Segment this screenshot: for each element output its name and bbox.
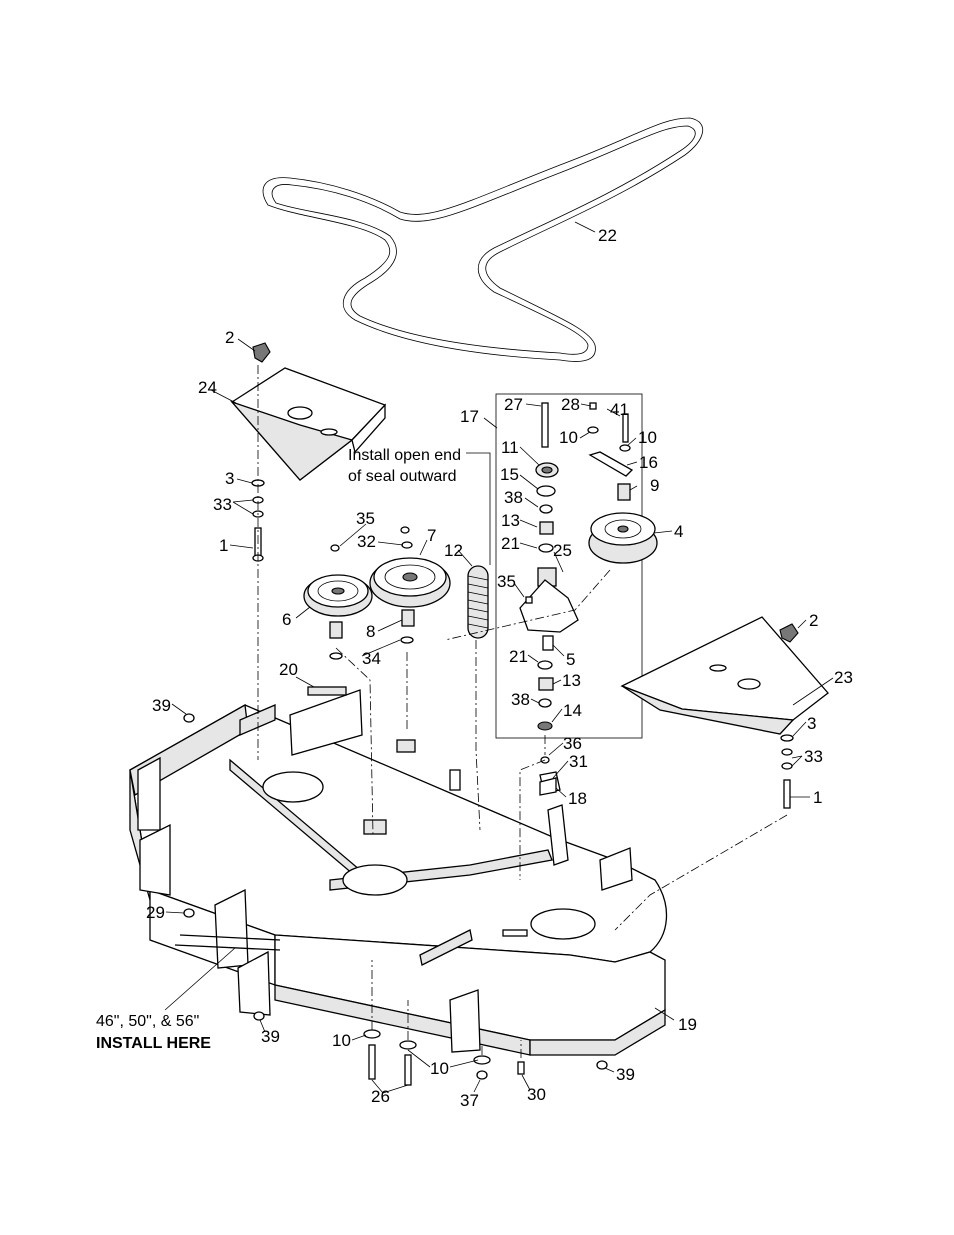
callout-39-top: 39 <box>152 696 171 715</box>
callout-13-lower: 13 <box>562 671 581 690</box>
pulley-6 <box>304 575 372 616</box>
callout-32: 32 <box>357 532 376 551</box>
callout-6: 6 <box>282 610 291 629</box>
callout-16: 16 <box>639 453 658 472</box>
callout-1-right: 1 <box>813 788 822 807</box>
mower-deck <box>130 687 666 1055</box>
callout-36: 36 <box>563 734 582 753</box>
callout-17: 17 <box>460 407 479 426</box>
idler-spring <box>468 566 488 638</box>
install-note-line-1: 46", 50", & 56" <box>96 1013 199 1030</box>
callout-13-upper: 13 <box>501 511 520 530</box>
callout-11: 11 <box>501 438 519 457</box>
callout-15: 15 <box>500 465 519 484</box>
callout-3-left: 3 <box>225 469 234 488</box>
seal-note-line-1: Install open end <box>348 447 461 464</box>
callout-2-left: 2 <box>225 328 234 347</box>
callout-23: 23 <box>834 668 853 687</box>
callout-29: 29 <box>146 903 165 922</box>
seal-note-line-2: of seal outward <box>348 468 457 485</box>
callout-30: 30 <box>527 1085 546 1104</box>
callout-10-left: 10 <box>559 428 578 447</box>
pulley-7 <box>370 558 450 607</box>
callout-8: 8 <box>366 622 375 641</box>
callout-28: 28 <box>561 395 580 414</box>
callout-35-lower: 35 <box>497 572 516 591</box>
callout-2-right: 2 <box>809 611 818 630</box>
callout-10-right: 10 <box>638 428 657 447</box>
callout-38-upper: 38 <box>504 488 523 507</box>
callout-33-left: 33 <box>213 495 232 514</box>
callout-26: 26 <box>371 1087 390 1106</box>
install-note-line-2: INSTALL HERE <box>96 1035 211 1052</box>
callout-24: 24 <box>198 378 217 397</box>
callout-5: 5 <box>566 650 575 669</box>
callout-31: 31 <box>569 752 588 771</box>
callout-3-right: 3 <box>807 714 816 733</box>
callout-27: 27 <box>504 395 523 414</box>
callout-20: 20 <box>279 660 298 679</box>
left-cover-knob <box>253 343 270 362</box>
callout-18: 18 <box>568 789 587 808</box>
right-cover-knob <box>780 624 798 642</box>
callout-33-right: 33 <box>804 747 823 766</box>
callout-7: 7 <box>427 526 436 545</box>
callout-21-lower: 21 <box>509 647 528 666</box>
callout-25: 25 <box>553 541 572 560</box>
callout-14: 14 <box>563 701 582 720</box>
callout-38-lower: 38 <box>511 690 530 709</box>
callout-10-bottom-left: 10 <box>332 1031 351 1050</box>
callout-39-right: 39 <box>616 1065 635 1084</box>
callout-35-upper: 35 <box>356 509 375 528</box>
callout-19: 19 <box>678 1015 697 1034</box>
callout-39-left: 39 <box>261 1027 280 1046</box>
callout-22: 22 <box>598 226 617 245</box>
drive-belt <box>263 118 703 361</box>
idler-pulley-4 <box>589 513 657 563</box>
callout-21-upper: 21 <box>501 534 520 553</box>
callout-4: 4 <box>674 522 683 541</box>
callout-12: 12 <box>444 541 463 560</box>
callout-41: 41 <box>610 400 629 419</box>
callout-1-left: 1 <box>219 536 228 555</box>
callout-9: 9 <box>650 476 659 495</box>
callout-10-bottom-mid: 10 <box>430 1059 449 1078</box>
callout-34: 34 <box>362 649 381 668</box>
callout-37: 37 <box>460 1091 479 1110</box>
